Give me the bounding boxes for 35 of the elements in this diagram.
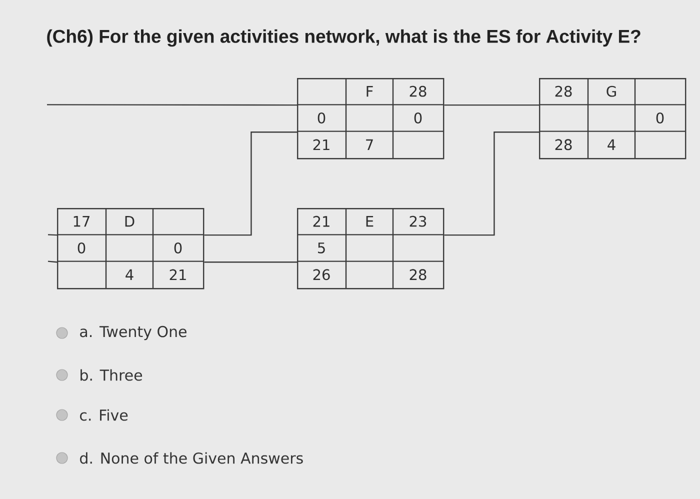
cell-text: D	[125, 216, 134, 227]
cell-text: 28	[555, 86, 572, 97]
cell-text: 28	[555, 139, 572, 150]
connector-line	[47, 104, 297, 106]
cell-text: 0	[656, 112, 664, 124]
cell-text: 7	[366, 139, 373, 150]
cell-text: 17	[74, 216, 90, 227]
cell-text: 26	[313, 269, 330, 280]
answer-option: a. Twenty One	[80, 326, 186, 340]
cell-text: 4	[608, 139, 616, 150]
cell-text: F	[366, 86, 373, 97]
answer-option: b. Three	[80, 369, 142, 381]
cell-text: 23	[410, 216, 426, 227]
connector-line	[48, 234, 58, 236]
cell-text: 5	[318, 242, 325, 254]
cell-text: 28	[410, 269, 426, 280]
cell-text: 4	[126, 269, 134, 280]
cell-text: 28	[410, 86, 426, 97]
connector-line	[204, 262, 297, 263]
cell-text: 21	[170, 269, 186, 280]
cell-text: E	[366, 216, 374, 227]
cell-text: 21	[313, 139, 330, 150]
connector-line	[444, 132, 539, 236]
answer-option: d. None of the Given Answers	[80, 452, 303, 464]
connector-line	[444, 104, 539, 106]
connector-line	[204, 132, 297, 236]
cell-text: G	[606, 86, 616, 97]
cell-text: 0	[78, 242, 86, 254]
cell-text: 21	[313, 216, 330, 227]
answer-option: c. Five	[80, 409, 128, 421]
connector-line	[48, 260, 58, 263]
cell-text: 0	[318, 112, 326, 124]
cell-text: 0	[174, 242, 182, 254]
question-title: (Ch6) For the given activities network, what is the ES for Activity E?	[47, 29, 640, 47]
cell-text: 0	[414, 112, 422, 124]
